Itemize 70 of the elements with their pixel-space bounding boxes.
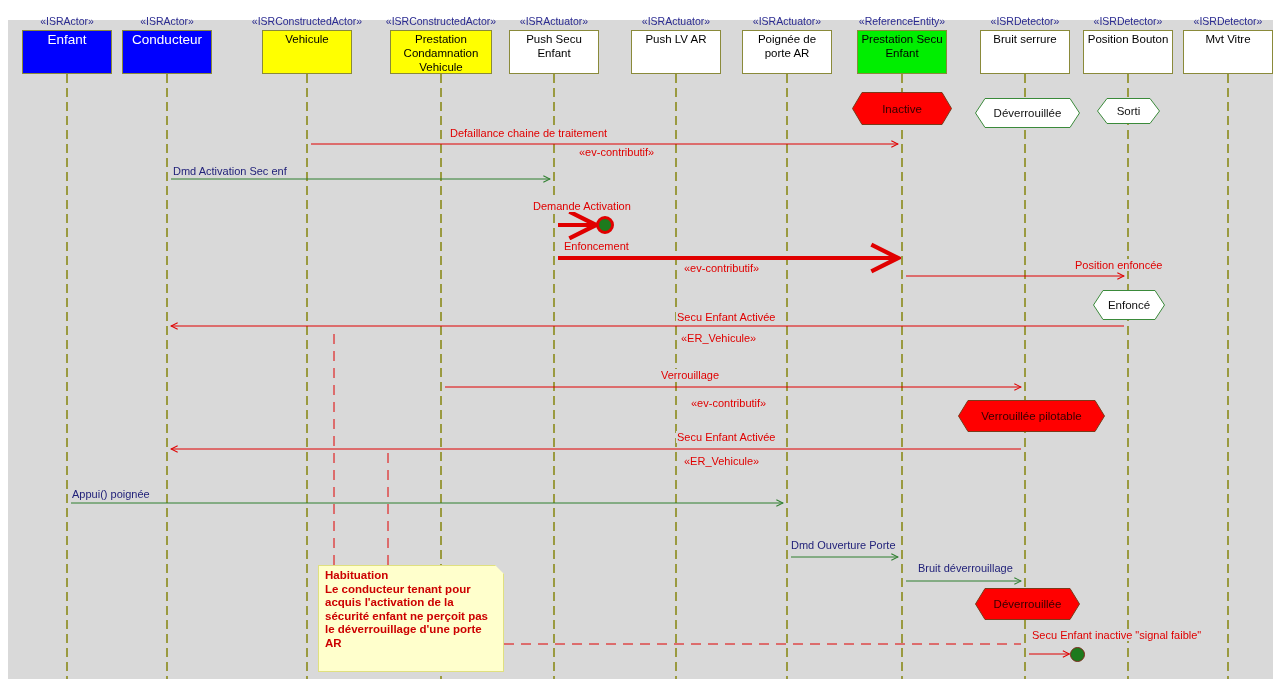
message-label: Secu Enfant Activée (676, 431, 777, 443)
message-label: Secu Enfant inactive "signal faible" (1031, 629, 1203, 641)
message-label: Secu Enfant Activée (676, 311, 777, 323)
message-arrow (558, 242, 901, 274)
state-label: Déverrouillée (992, 598, 1063, 610)
lifeline-name: Position Bouton (1086, 32, 1170, 46)
stereotype-label: «ER_Vehicule» (680, 332, 758, 344)
message-arrow (790, 553, 899, 561)
stereotype-label: «ER_Vehicule» (683, 455, 761, 467)
message-label: Appui() poignée (71, 488, 151, 500)
stereotype-label: «ev-contributif» (578, 146, 656, 158)
lifeline-name: Bruit serrure (992, 32, 1058, 46)
stereotype-label: «ISRConstructedActor» (251, 15, 363, 27)
lifeline-name: Mvt Vitre (1204, 32, 1252, 46)
lifeline-name: Poignée de porte AR (756, 32, 818, 60)
stereotype-label: «ev-contributif» (683, 262, 761, 274)
state-hexagon (852, 92, 952, 125)
message-arrow (170, 175, 551, 183)
stereotype-label: «ISRActor» (40, 15, 94, 27)
stereotype-label: «ISRActuator» (641, 15, 711, 27)
message-label: Enfoncement (563, 240, 630, 252)
lifeline-name: Conducteur (131, 31, 203, 47)
lifeline-name: Enfant (46, 31, 88, 47)
stereotype-label: «ISRConstructedActor» (385, 15, 497, 27)
lifeline-name: Push LV AR (644, 32, 708, 46)
stereotype-label: «ReferenceEntity» (858, 15, 946, 27)
stereotype-label: «ISRActor» (140, 15, 194, 27)
message-arrow (170, 322, 1125, 330)
note-text: Le conducteur tenant pour acquis l'activation de la sécurité enfant ne perçoit pas le déverrouillage d'une porte AR (325, 582, 489, 650)
state-label: Verrouillée pilotable (980, 410, 1083, 422)
stereotype-label: «ISRDetector» (990, 15, 1060, 27)
lifeline-name: Prestation Condamnation Vehicule (402, 32, 480, 74)
state-label: Sorti (1115, 105, 1142, 117)
message-arrow (1028, 650, 1071, 658)
lifeline (163, 74, 171, 679)
lifeline (303, 74, 311, 679)
message-arrow (70, 499, 784, 507)
stereotype-label: «ISRDetector» (1193, 15, 1263, 27)
state-label: Enfoncé (1106, 299, 1152, 311)
message-label: Dmd Activation Sec enf (172, 165, 288, 177)
lifeline (63, 74, 71, 679)
lifeline-name: Push Secu Enfant (525, 32, 583, 60)
message-arrow (170, 445, 1022, 453)
lifeline (783, 74, 791, 679)
state-hexagon (975, 588, 1080, 620)
message-label: Verrouillage (660, 369, 721, 381)
message-arrow (310, 140, 899, 148)
note-box (318, 565, 504, 672)
message-label: Demande Activation (532, 200, 632, 212)
state-label: Déverrouillée (992, 107, 1063, 119)
message-label: Defaillance chaine de traitement (449, 127, 609, 139)
anchor-line (503, 643, 1022, 645)
message-label: Dmd Ouverture Porte (790, 539, 897, 551)
message-arrow (905, 577, 1022, 585)
stereotype-label: «ev-contributif» (690, 397, 768, 409)
stereotype-label: «ISRActuator» (752, 15, 822, 27)
lifeline (1224, 74, 1232, 679)
message-arrow (905, 272, 1125, 280)
lifeline-name: Vehicule (284, 32, 330, 46)
message-arrow (444, 383, 1022, 391)
message-label: Bruit déverrouillage (917, 562, 1014, 574)
state-hexagon (958, 400, 1105, 432)
note-text: Habituation (325, 569, 390, 583)
state-hexagon (1097, 98, 1160, 124)
state-hexagon (975, 98, 1080, 128)
message-label: Position enfoncée (1074, 259, 1164, 271)
state-label: Inactive (881, 102, 923, 115)
stereotype-label: «ISRActuator» (519, 15, 589, 27)
lifeline-name: Prestation Secu Enfant (860, 32, 944, 60)
stereotype-label: «ISRDetector» (1093, 15, 1163, 27)
